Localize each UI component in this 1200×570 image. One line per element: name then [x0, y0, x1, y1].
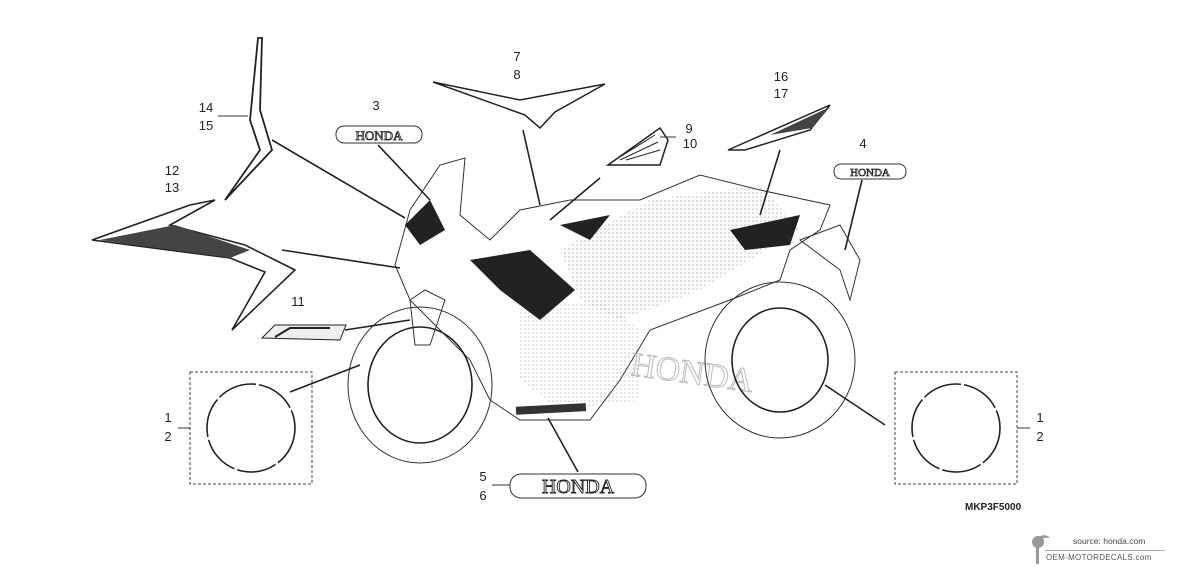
leader-lines [178, 115, 1030, 486]
svg-text:HONDA: HONDA [542, 476, 615, 498]
callout-10: 10 [683, 136, 697, 151]
honda-decal-5: HONDA [509, 473, 647, 499]
fairing-stripe-decal-14 [224, 37, 274, 201]
watermark-text: OEM-MOTORDECALS.com [1046, 553, 1152, 562]
callout-9: 9 [685, 121, 692, 136]
diagram-code: MKP3F5000 [965, 502, 1022, 513]
callout-2-right: 2 [1036, 429, 1043, 444]
rim-stripe-decal-left [189, 371, 313, 485]
honda-decal-4: HONDA [833, 163, 907, 180]
callout-3: 3 [372, 98, 379, 113]
toucan-logo-icon [1032, 535, 1050, 564]
honda-decal-3: HONDA [335, 125, 423, 144]
divider [1045, 550, 1165, 551]
callout-14: 14 [199, 100, 213, 115]
callout-1-left: 1 [164, 410, 171, 425]
tank-stripe-decal-7 [432, 81, 606, 130]
tail-stripe-decal-16 [727, 104, 831, 151]
motorcycle-outline: HONDA [394, 157, 861, 421]
source-text: source: honda.com [1073, 536, 1146, 546]
cbr-stripe-decal-12 [91, 199, 297, 331]
svg-text:HONDA: HONDA [850, 167, 890, 179]
callouts: 1 2 1 2 3 4 5 6 7 8 9 10 11 12 13 14 15 … [164, 49, 1043, 503]
callout-7: 7 [513, 49, 520, 64]
callout-12: 12 [165, 163, 179, 178]
rear-wheel [704, 281, 856, 439]
svg-text:HONDA: HONDA [629, 346, 756, 400]
callout-15: 15 [199, 118, 213, 133]
callout-2-left: 2 [164, 429, 171, 444]
svg-text:HONDA: HONDA [356, 128, 404, 143]
tail-stripe-decal-16-fill [770, 107, 830, 135]
front-wheel [347, 289, 493, 464]
abs-decal-11 [260, 324, 347, 341]
callout-8: 8 [513, 67, 520, 82]
callout-4: 4 [859, 136, 866, 151]
callout-5: 5 [479, 469, 486, 484]
callout-17: 17 [774, 86, 788, 101]
callout-1-right: 1 [1036, 410, 1043, 425]
cbr-stripe-decal-12-fill [100, 225, 250, 258]
callout-13: 13 [165, 180, 179, 195]
rim-stripe-decal-right [894, 371, 1018, 485]
callout-16: 16 [774, 69, 788, 84]
wing-decal-9 [605, 126, 669, 166]
callout-11: 11 [291, 294, 305, 309]
callout-6: 6 [479, 488, 486, 503]
lower-cowl-stripe [515, 403, 587, 415]
